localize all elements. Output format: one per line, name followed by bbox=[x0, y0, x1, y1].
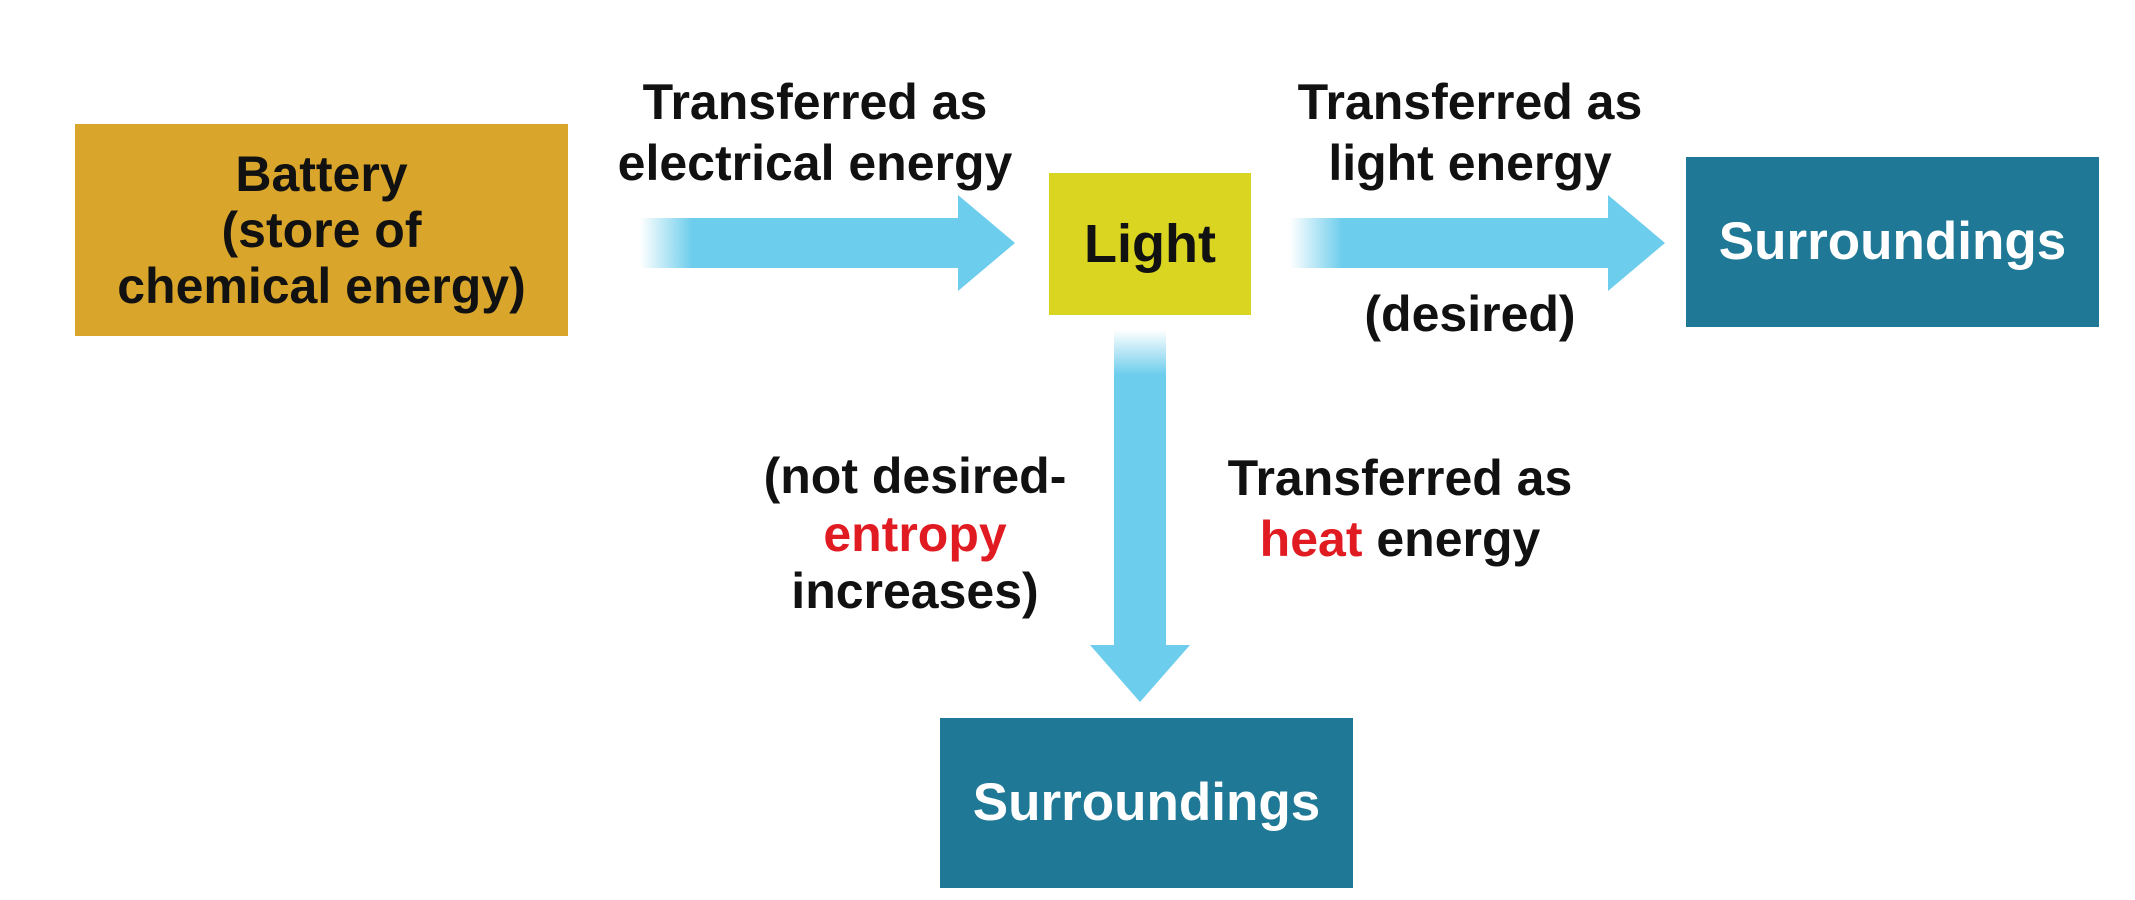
edge-label-line: Transferred as bbox=[642, 74, 988, 130]
heat-highlight: heat bbox=[1259, 511, 1363, 567]
desired-text: (desired) bbox=[1364, 286, 1576, 342]
entropy-highlight: entropy bbox=[823, 505, 1007, 562]
battery-label-line: (store of bbox=[221, 202, 422, 258]
arrow-heat-energy bbox=[1090, 330, 1190, 702]
heat-rest: energy bbox=[1362, 511, 1541, 567]
battery-box: Battery (store of chemical energy) bbox=[75, 124, 568, 336]
edge-label-line: Transferred as bbox=[1227, 450, 1573, 506]
edge-label-not-desired: (not desired- entropy increases) bbox=[720, 448, 1110, 621]
light-box: Light bbox=[1049, 173, 1251, 315]
surroundings-box-right: Surroundings bbox=[1686, 157, 2099, 327]
battery-label-line: Battery bbox=[235, 146, 408, 202]
edge-label-electrical: Transferred as electrical energy bbox=[590, 72, 1040, 194]
edge-label-desired: (desired) bbox=[1310, 284, 1630, 345]
edge-label-line: electrical energy bbox=[617, 135, 1013, 191]
battery-label-line: chemical energy) bbox=[117, 258, 526, 314]
surroundings-box-bottom: Surroundings bbox=[940, 718, 1353, 888]
edge-label-line: light energy bbox=[1328, 135, 1612, 191]
light-label: Light bbox=[1084, 213, 1216, 274]
surroundings-label: Surroundings bbox=[972, 773, 1321, 833]
edge-label-heat: Transferred as heat energy bbox=[1185, 448, 1615, 570]
arrow-light-energy bbox=[1290, 195, 1665, 291]
edge-label-line: (not desired- bbox=[763, 448, 1067, 504]
edge-label-line: heat energy bbox=[1185, 509, 1615, 570]
arrow-electrical bbox=[640, 195, 1015, 291]
battery-label: Battery (store of chemical energy) bbox=[117, 146, 526, 314]
surroundings-label: Surroundings bbox=[1718, 212, 2067, 272]
edge-label-light-energy: Transferred as light energy bbox=[1255, 72, 1685, 194]
edge-label-line: increases) bbox=[791, 563, 1039, 619]
edge-label-line: Transferred as bbox=[1297, 74, 1643, 130]
